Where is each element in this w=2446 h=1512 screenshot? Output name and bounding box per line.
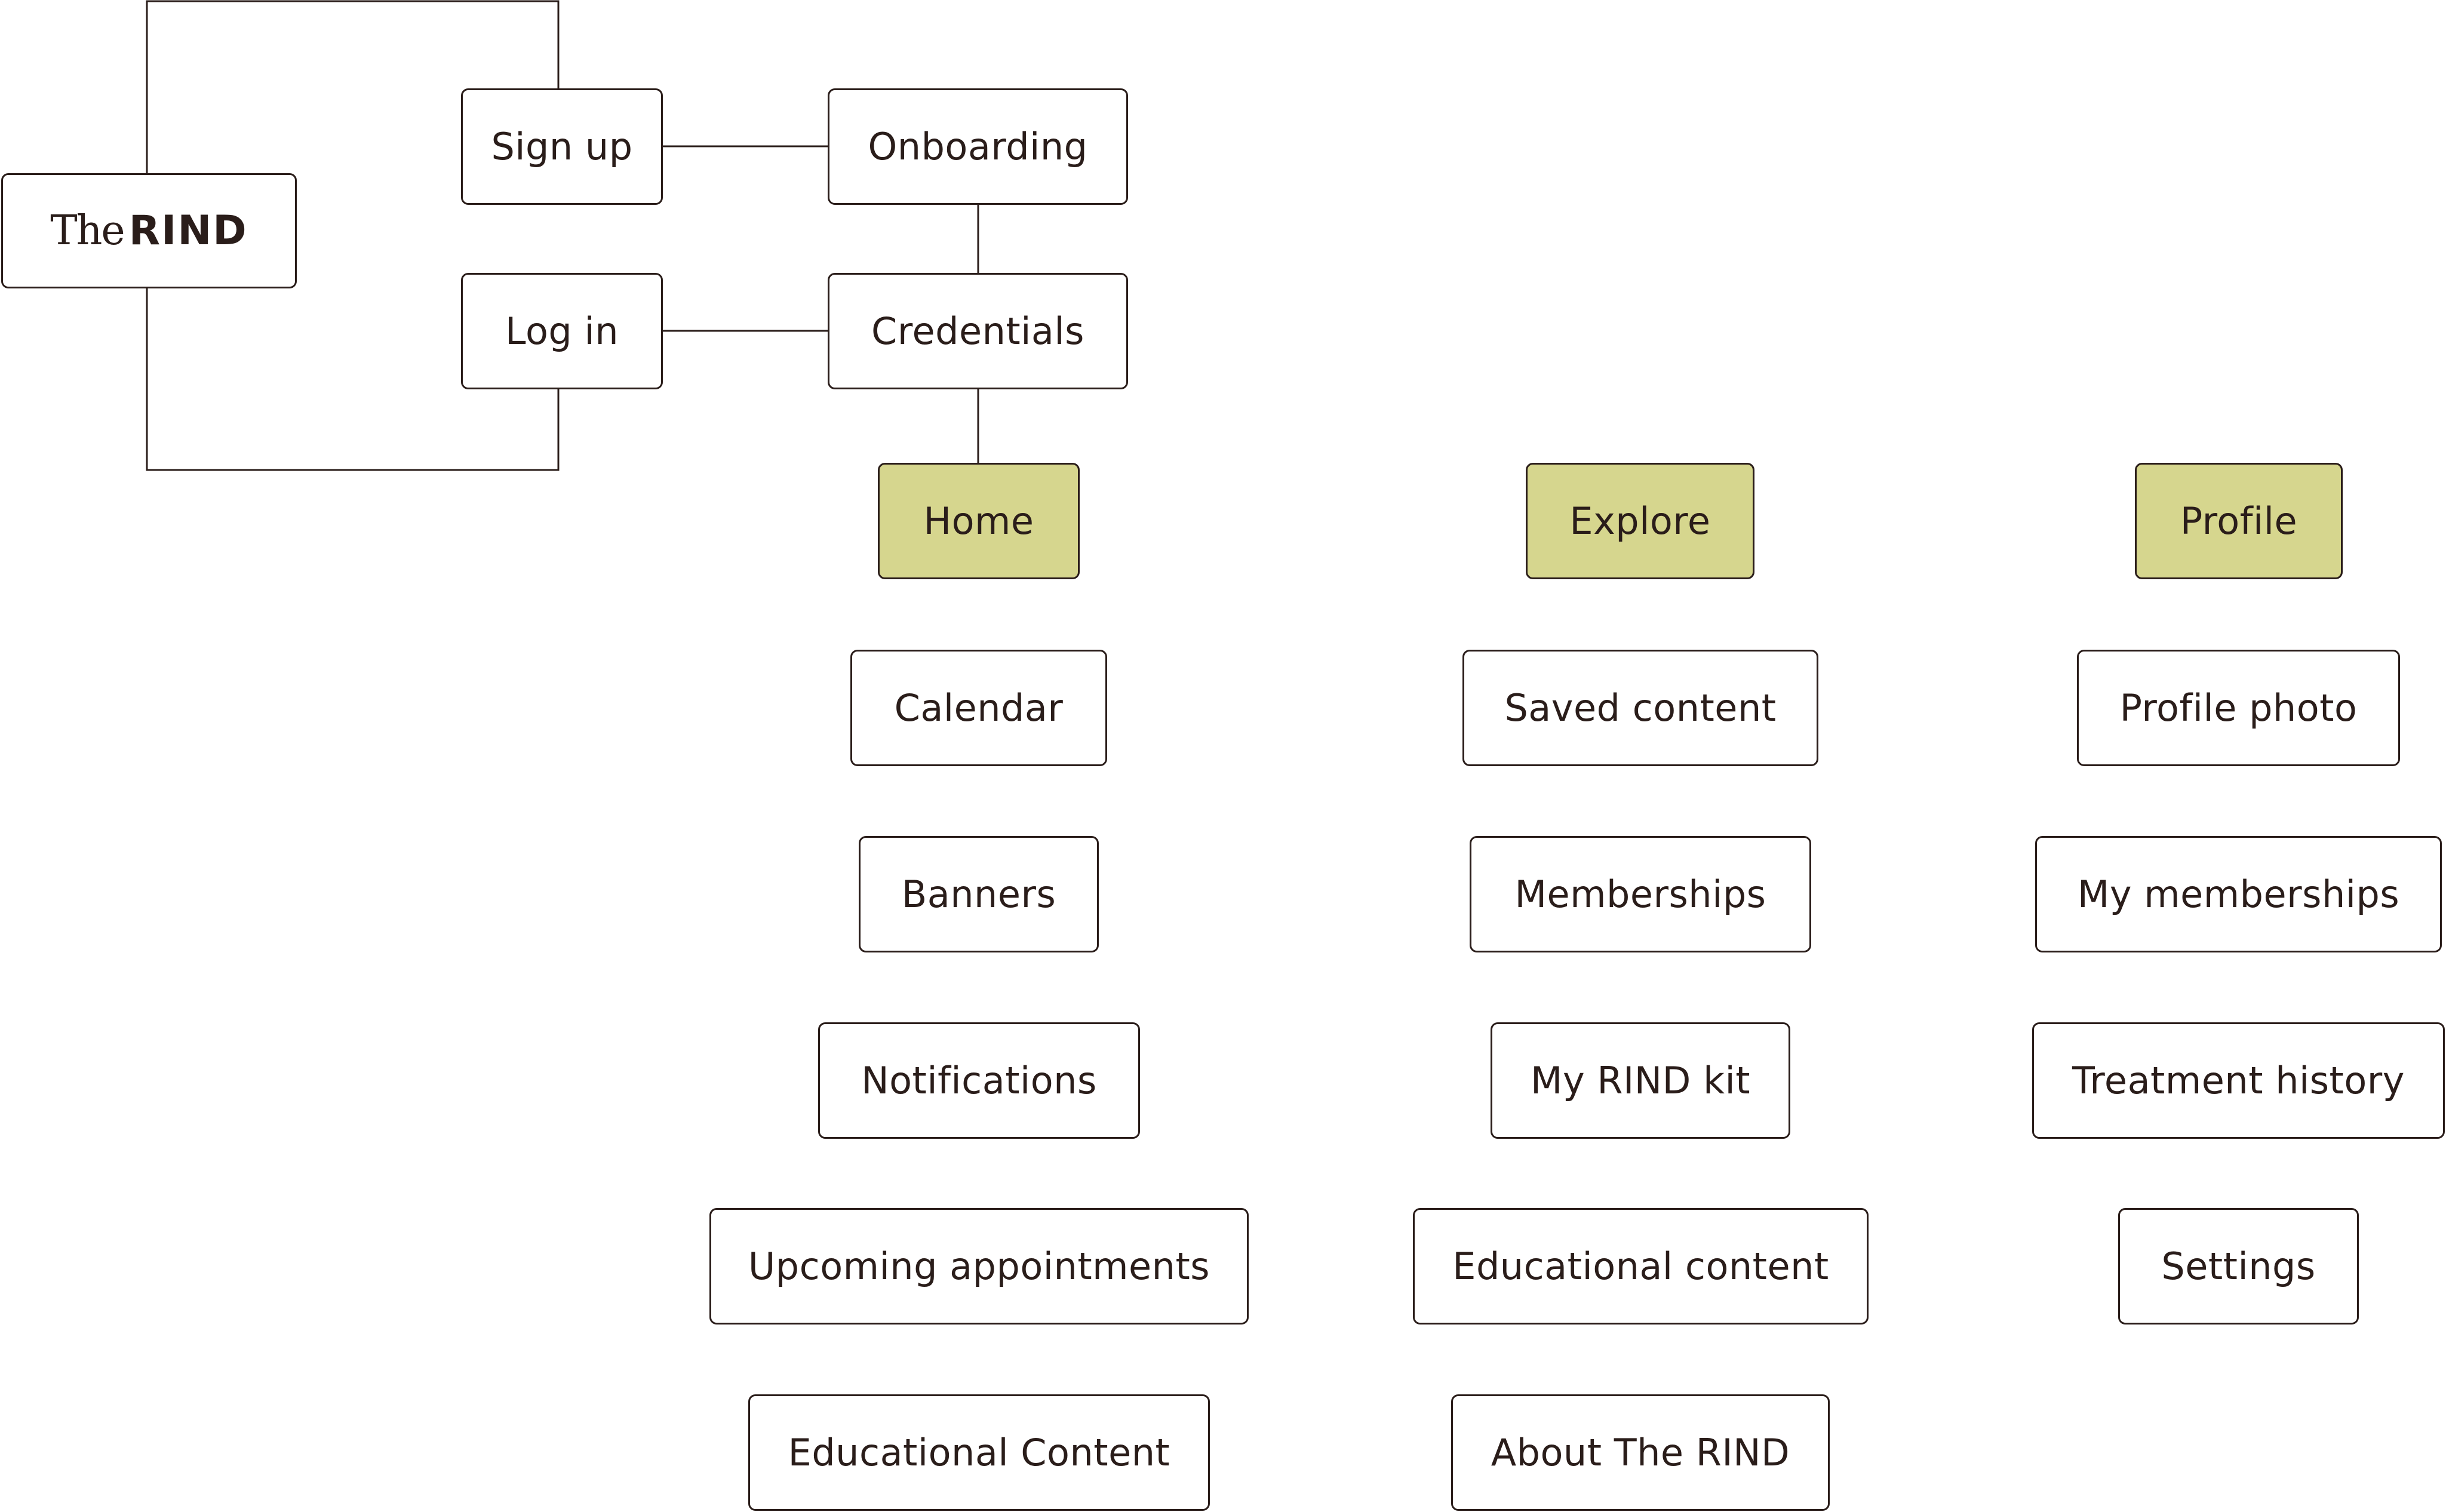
explore-item-saved-content[interactable]: Saved content — [1462, 650, 1818, 766]
section-profile[interactable]: Profile — [2135, 463, 2343, 579]
logo-prefix: The — [50, 207, 125, 254]
profile-item-my-memberships[interactable]: My memberships — [2035, 836, 2442, 952]
home-item-banners[interactable]: Banners — [859, 836, 1099, 952]
explore-item-my-rind-kit[interactable]: My RIND kit — [1491, 1022, 1790, 1139]
profile-item-settings[interactable]: Settings — [2118, 1208, 2359, 1324]
home-item-educational-content[interactable]: Educational Content — [748, 1394, 1210, 1511]
profile-item-profile-photo[interactable]: Profile photo — [2077, 650, 2400, 766]
connector-logo-to-log-in — [146, 287, 560, 471]
section-explore[interactable]: Explore — [1526, 463, 1754, 579]
section-home[interactable]: Home — [878, 463, 1080, 579]
onboarding-node[interactable]: Onboarding — [828, 88, 1128, 205]
logo-brand: RIND — [128, 207, 248, 254]
explore-item-educational-content[interactable]: Educational content — [1413, 1208, 1869, 1324]
connector-logo-to-sign-up — [146, 0, 560, 173]
home-item-upcoming-appointments[interactable]: Upcoming appointments — [709, 1208, 1249, 1324]
explore-item-about-the-rind[interactable]: About The RIND — [1451, 1394, 1830, 1511]
profile-item-treatment-history[interactable]: Treatment history — [2032, 1022, 2445, 1139]
home-item-notifications[interactable]: Notifications — [818, 1022, 1140, 1139]
credentials-node[interactable]: Credentials — [828, 273, 1128, 389]
sign-up-node[interactable]: Sign up — [461, 88, 663, 205]
explore-item-memberships[interactable]: Memberships — [1470, 836, 1811, 952]
home-item-calendar[interactable]: Calendar — [850, 650, 1107, 766]
log-in-node[interactable]: Log in — [461, 273, 663, 389]
